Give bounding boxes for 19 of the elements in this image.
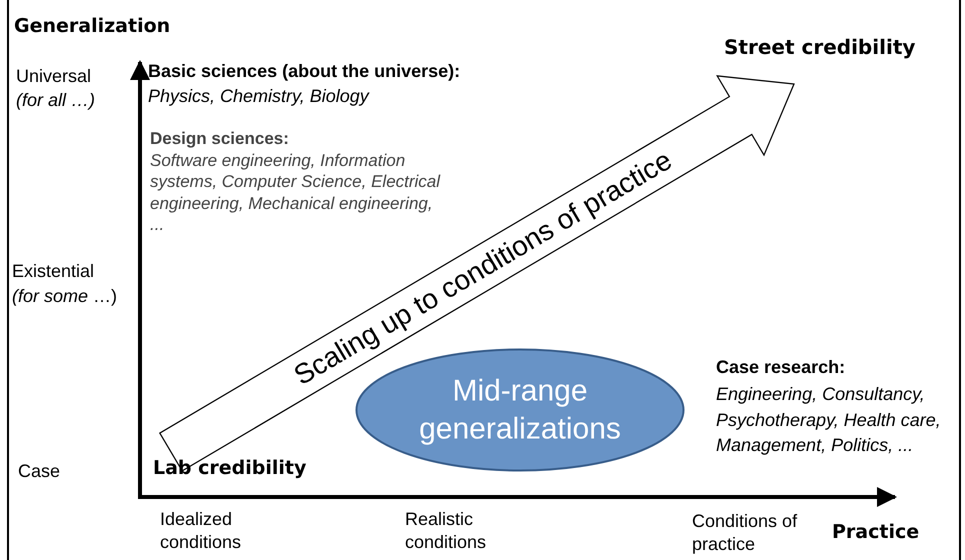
category-examples: Physics, Chemistry, Biology (148, 85, 370, 108)
axis-title: Generalization (14, 14, 172, 39)
block-arrow (158, 75, 795, 472)
tick-label: Conditions of practice (692, 510, 798, 556)
category-heading: Case research: (716, 356, 846, 379)
tick-label: Idealized conditions (160, 508, 242, 554)
tick-label: (for all …) (16, 89, 96, 112)
axis-title: Practice (832, 520, 920, 545)
bare-label: Street credibility (724, 34, 930, 62)
bare-label: Lab credibility (153, 456, 331, 484)
category-examples: Software engineering, Information systems, Computer Science, Electrical engineering, Mechanical engineering, ... (150, 150, 442, 235)
tick-label: Universal (16, 65, 92, 88)
tick-label: Realistic conditions (405, 508, 488, 554)
tick-label: (for some …) (12, 285, 118, 308)
category-heading: Basic sciences (about the universe): (148, 60, 462, 83)
tick-label: Existential (12, 260, 96, 283)
category-heading: Design sciences: (150, 128, 290, 150)
tick-label: Case (18, 460, 62, 483)
category-examples: Engineering, Consultancy, Psychotherapy, Health care, Management, Politics, ... (716, 383, 942, 458)
